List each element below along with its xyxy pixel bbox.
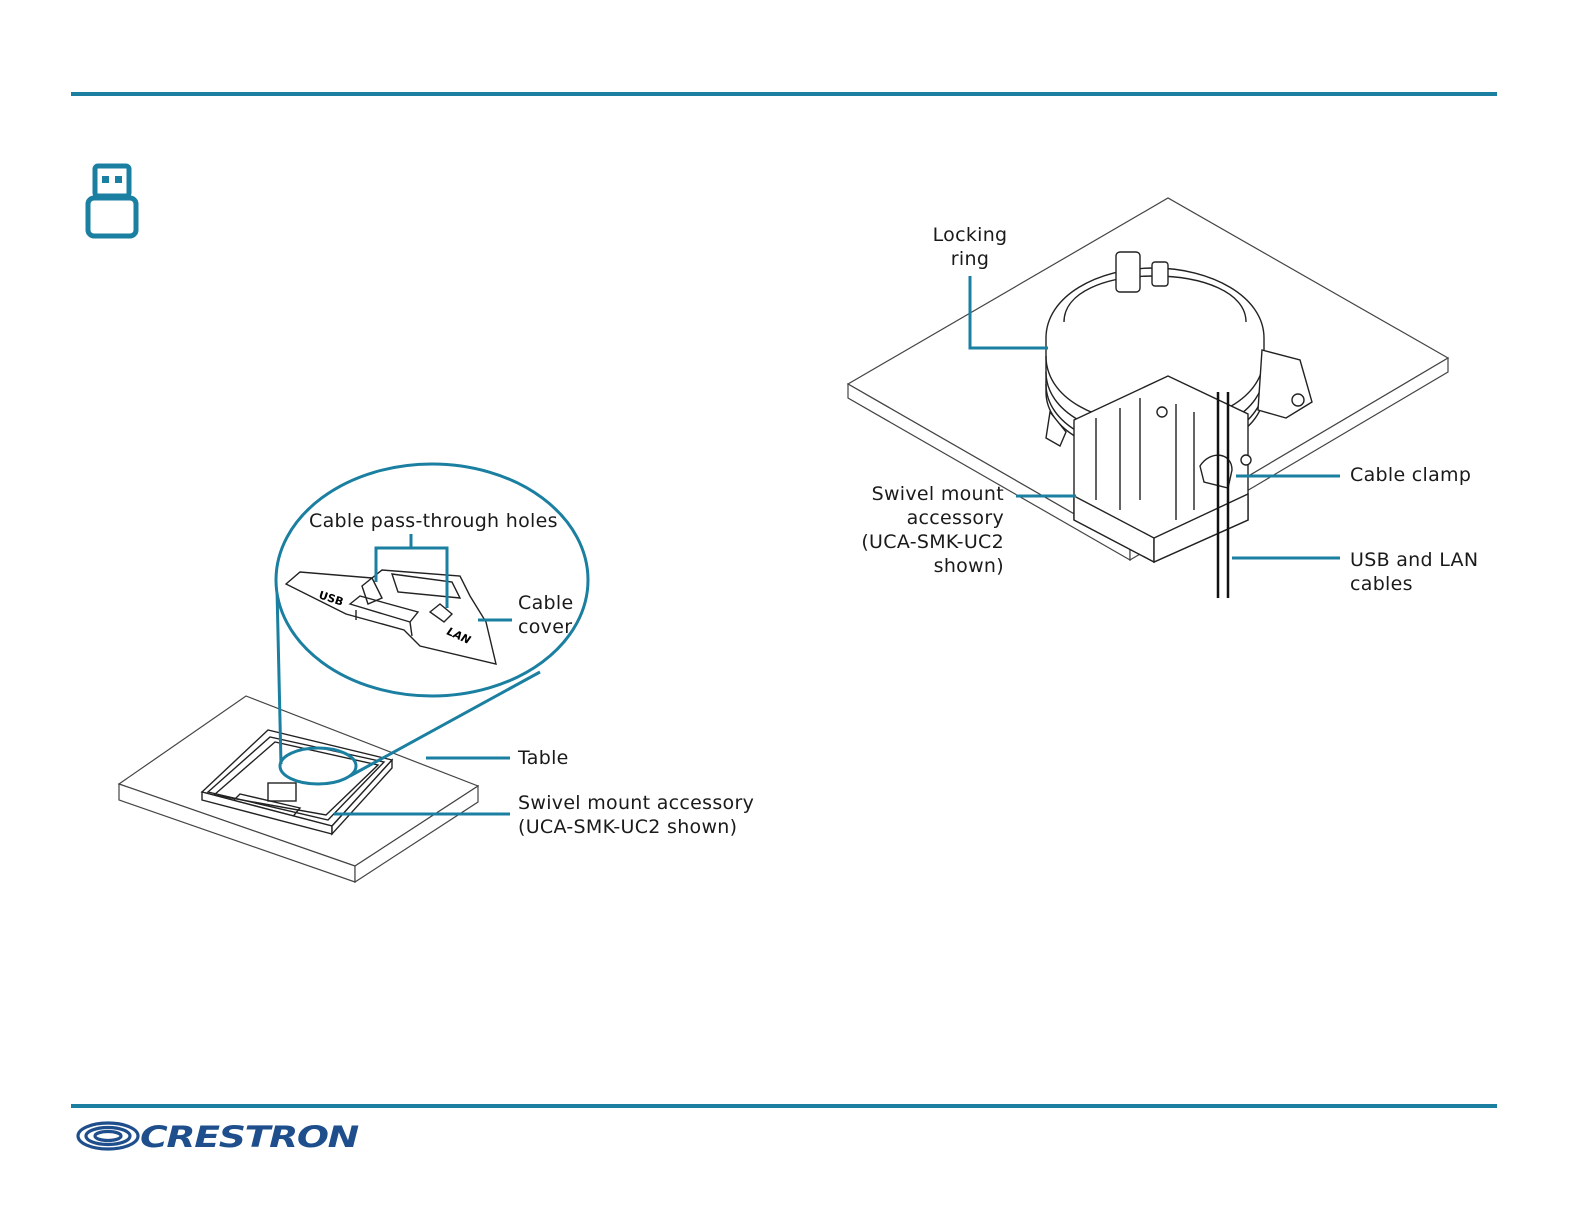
callout-locking-ring-line1: Locking: [920, 223, 1020, 247]
callout-locking-ring-line2: ring: [920, 247, 1020, 271]
crestron-logo: CRESTRON: [74, 1116, 364, 1156]
svg-text:CRESTRON: CRESTRON: [140, 1120, 359, 1154]
callout-swivel-mount-line2: (UCA-SMK-UC2 shown): [518, 815, 737, 839]
callout-usb-lan-cables-line2: cables: [1350, 572, 1413, 596]
under-table-mount-illustration: [0, 0, 1584, 700]
callout-swivel-mount-r-line4: shown): [804, 554, 1004, 578]
footer-rule: [71, 1104, 1497, 1108]
callout-swivel-mount-r-line2: accessory: [804, 506, 1004, 530]
callout-usb-lan-cables-line1: USB and LAN: [1350, 548, 1478, 572]
callout-swivel-mount-r-line3: (UCA-SMK-UC2: [804, 530, 1004, 554]
callout-swivel-mount-r-line1: Swivel mount: [804, 482, 1004, 506]
callout-table: Table: [518, 746, 569, 770]
callout-cable-clamp: Cable clamp: [1350, 463, 1471, 487]
callout-swivel-mount-line1: Swivel mount accessory: [518, 791, 754, 815]
